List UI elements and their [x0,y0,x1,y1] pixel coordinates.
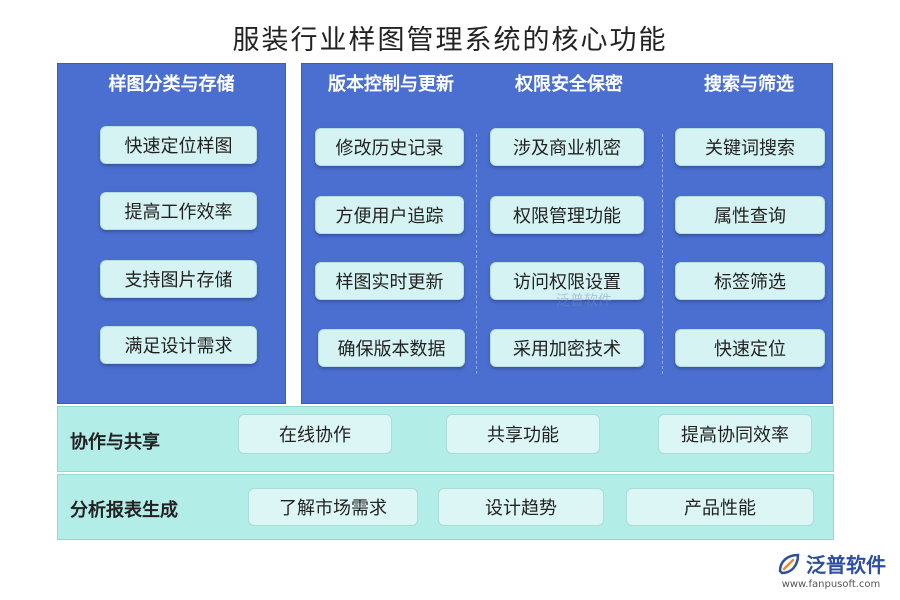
analysis-item-3: 产品性能 [626,488,814,526]
analysis-item-2: 设计趋势 [438,488,604,526]
version-item-4: 确保版本数据 [318,329,465,367]
right-panel: 版本控制与更新 权限安全保密 搜索与筛选 修改历史记录 方便用户追踪 样图实时更… [301,63,833,404]
collab-item-2: 共享功能 [446,414,600,454]
left-panel: 样图分类与存储 快速定位样图 提高工作效率 支持图片存储 满足设计需求 [57,63,286,404]
search-item-2: 属性查询 [675,196,825,234]
left-item-1: 快速定位样图 [100,126,257,164]
search-item-4: 快速定位 [675,329,825,367]
version-item-3: 样图实时更新 [315,262,464,300]
version-item-1: 修改历史记录 [315,128,464,166]
page-title: 服装行业样图管理系统的核心功能 [232,25,668,56]
center-watermark: 泛普软件 [556,293,612,309]
security-item-3: 访问权限设置 [490,262,644,300]
band-collaboration-label: 协作与共享 [70,432,160,453]
leaf-logo-icon [778,553,800,574]
column-header-version: 版本控制与更新 [328,74,454,95]
security-item-4: 采用加密技术 [490,329,644,367]
left-item-4: 满足设计需求 [100,326,257,364]
security-item-2: 权限管理功能 [490,196,644,234]
left-item-3: 支持图片存储 [100,260,257,298]
column-divider-1 [476,134,477,374]
left-item-2: 提高工作效率 [100,192,257,230]
band-collaboration: 协作与共享 在线协作 共享功能 提高协同效率 [57,406,834,472]
band-analysis: 分析报表生成 了解市场需求 设计趋势 产品性能 [57,474,834,540]
version-item-2: 方便用户追踪 [315,196,464,234]
band-analysis-label: 分析报表生成 [70,500,178,521]
search-item-3: 标签筛选 [675,262,825,300]
collab-item-1: 在线协作 [238,414,392,454]
logo-url: www.fanpusoft.com [781,579,881,590]
column-divider-2 [662,134,663,374]
logo-name: 泛普软件 [806,553,886,577]
collab-item-3: 提高协同效率 [658,414,812,454]
security-item-1: 涉及商业机密 [490,128,644,166]
search-item-1: 关键词搜索 [675,128,825,166]
column-header-security: 权限安全保密 [515,74,623,95]
analysis-item-1: 了解市场需求 [248,488,418,526]
left-panel-header: 样图分类与存储 [108,74,235,95]
brand-logo: 泛普软件 www.fanpusoft.com [776,549,886,590]
column-header-search: 搜索与筛选 [704,74,794,95]
